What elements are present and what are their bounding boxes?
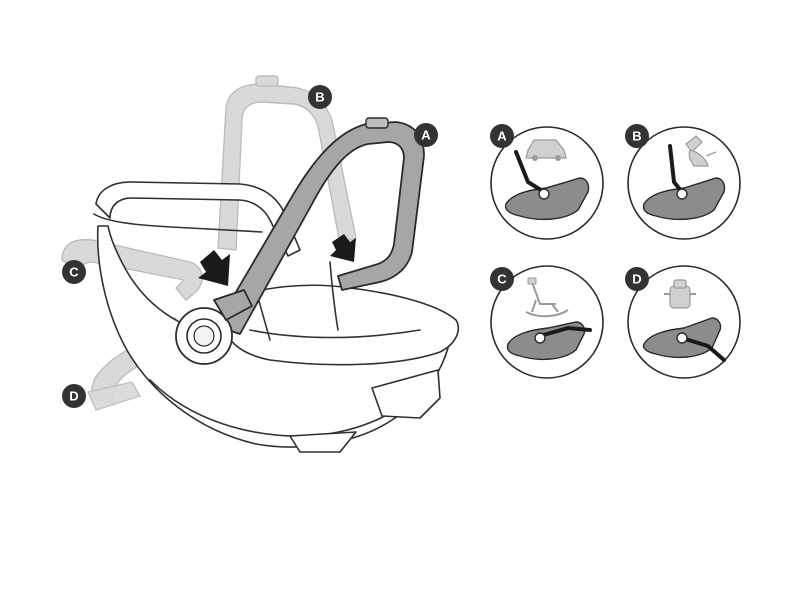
panel-badge-b-text: B — [632, 129, 641, 144]
car-icon — [525, 139, 567, 161]
panel-d — [627, 265, 741, 379]
panel-b — [627, 126, 741, 240]
main-badge-b: B — [308, 85, 332, 109]
seat-cushion — [225, 284, 460, 366]
press-arrow-left-icon — [198, 250, 230, 286]
panel-badge-c: C — [490, 267, 514, 291]
press-arrow-right-icon — [330, 234, 356, 262]
seat-canopy — [95, 181, 301, 257]
seat-base-foot — [289, 431, 357, 453]
main-badge-b-text: B — [315, 90, 324, 105]
ghost-handle-d-lower — [87, 381, 142, 411]
seat-harness-right — [329, 261, 339, 331]
handle-a — [215, 121, 425, 335]
ghost-handle-b-button — [255, 75, 279, 87]
seat-base-rocker — [371, 369, 441, 419]
main-badge-a: A — [414, 123, 438, 147]
panel-badge-d: D — [625, 267, 649, 291]
panel-badge-a: A — [490, 124, 514, 148]
car-seat-illustration — [61, 75, 460, 453]
seat-canopy-edge — [93, 213, 263, 233]
handle-pivot-hub-core — [193, 325, 215, 347]
panel-badge-a-text: A — [497, 129, 507, 144]
main-badge-d-text: D — [69, 389, 78, 404]
bottle-icon — [664, 279, 696, 309]
rocking-chair-icon — [525, 277, 569, 318]
panel-badge-d-text: D — [632, 272, 641, 287]
handle-a-button — [365, 117, 389, 129]
panel-a — [490, 126, 604, 240]
panel-badge-c-text: C — [497, 272, 507, 287]
main-badge-a-text: A — [421, 128, 431, 143]
feeding-icon — [685, 135, 717, 167]
main-badge-d: D — [62, 384, 86, 408]
handle-pivot-joint — [213, 289, 253, 321]
main-badge-c-text: C — [69, 265, 79, 280]
main-badge-c: C — [62, 260, 86, 284]
panel-c — [490, 265, 604, 379]
panel-badge-b: B — [625, 124, 649, 148]
